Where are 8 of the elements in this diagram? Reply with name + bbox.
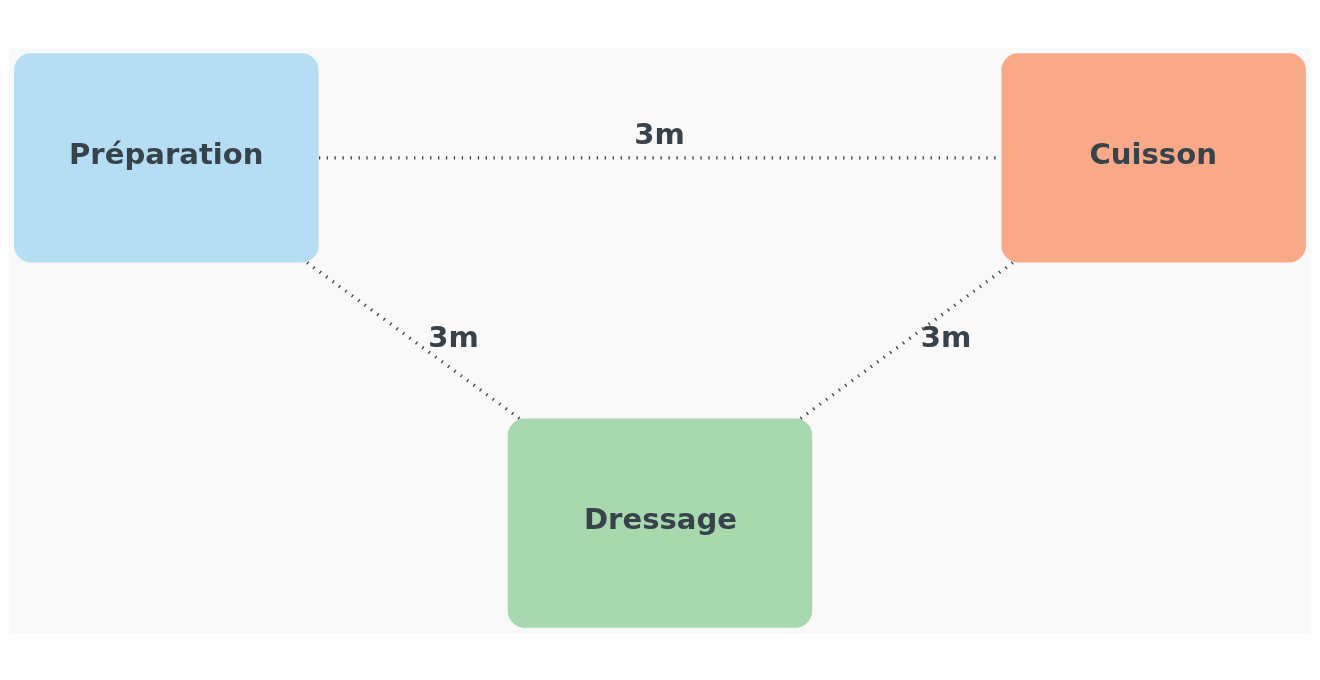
node-box: Dressage bbox=[507, 418, 813, 628]
node-box: Cuisson bbox=[1001, 52, 1306, 262]
node-box: Préparation bbox=[14, 52, 319, 262]
edge-label: 3m bbox=[634, 116, 685, 151]
edge-label: 3m bbox=[428, 319, 479, 354]
connector bbox=[799, 260, 1014, 420]
edge-label: 3m bbox=[920, 319, 972, 354]
connector bbox=[306, 260, 521, 420]
